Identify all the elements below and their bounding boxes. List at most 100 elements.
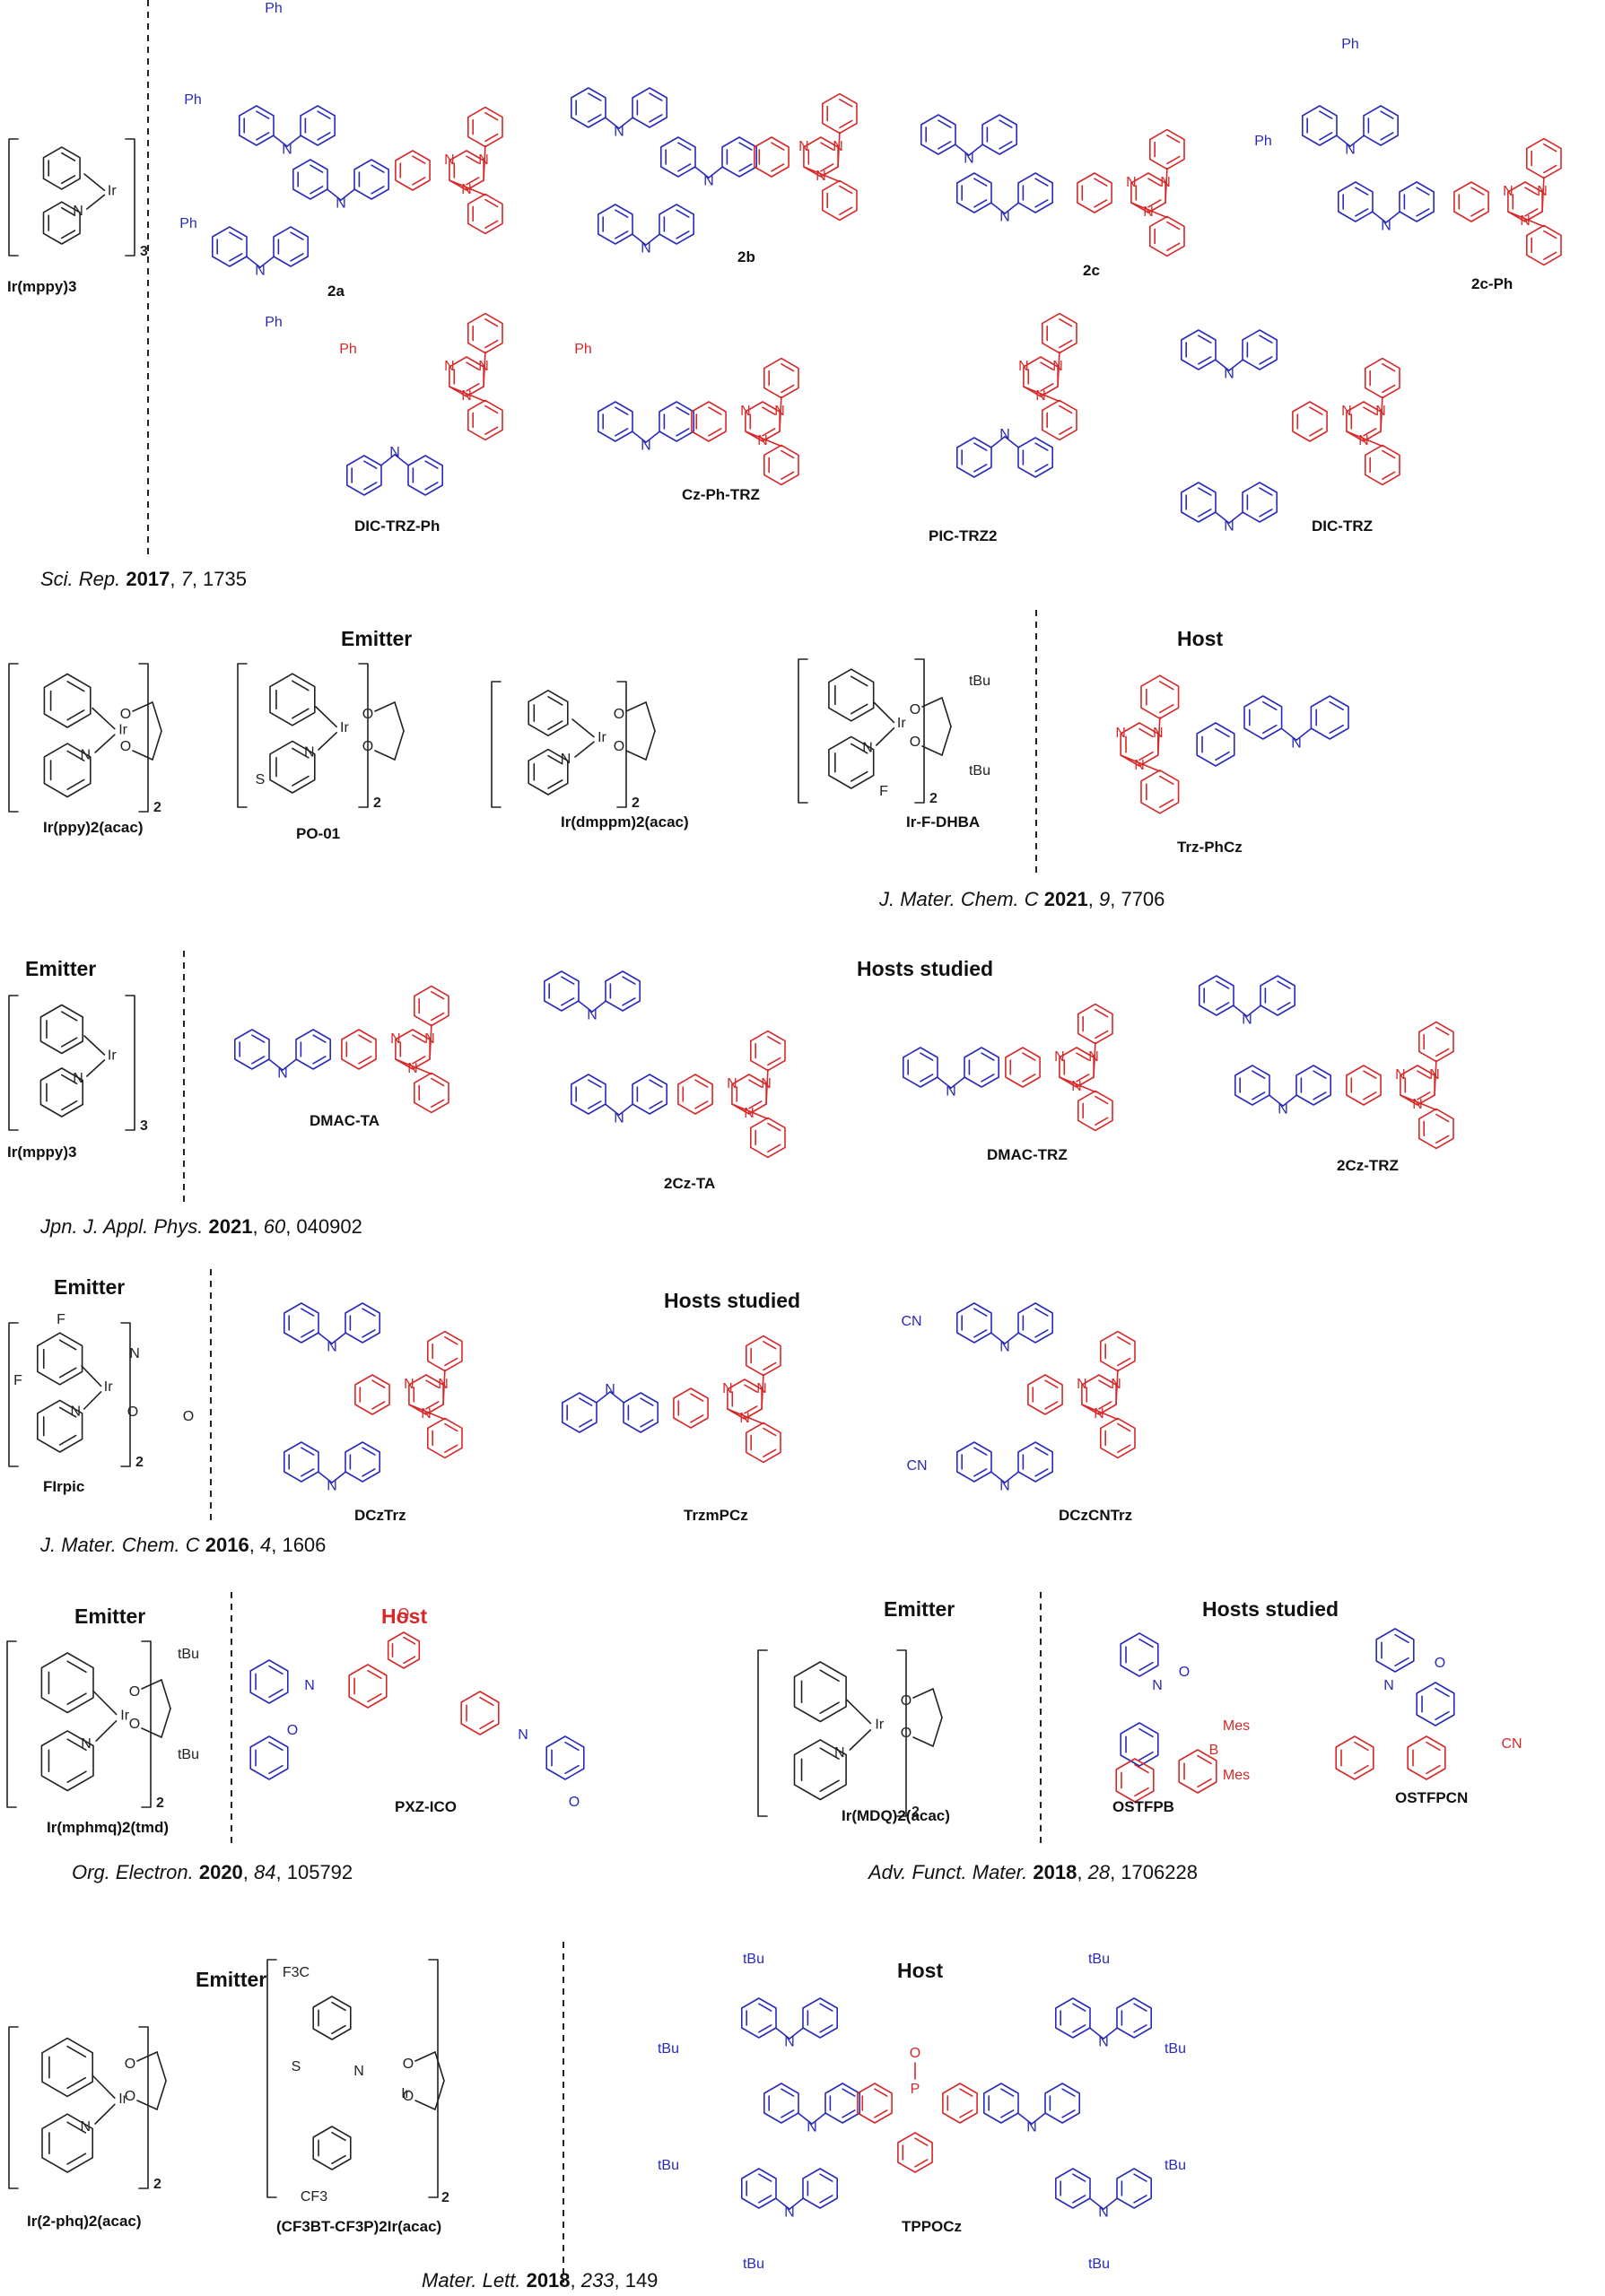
ring-494 xyxy=(341,1029,377,1070)
bond-904 xyxy=(136,2100,158,2110)
atom-o-427: O xyxy=(910,702,920,718)
atom-n-716: N xyxy=(722,1381,733,1396)
ring-515 xyxy=(543,970,580,1012)
atom-n-57: N xyxy=(444,152,455,168)
double-bond-495 xyxy=(358,1056,372,1065)
ring-1002 xyxy=(1116,2168,1152,2209)
double-bond-3 xyxy=(61,175,76,185)
header-emitter-s5: Emitter xyxy=(74,1605,145,1628)
reference-section5: Org. Electron. 2020, 84, 105792 xyxy=(72,1861,353,1883)
atom-tbu-1016: tBu xyxy=(1088,2257,1110,2272)
atom-f3c-913: F3C xyxy=(283,1965,310,1980)
ring-530 xyxy=(632,1074,668,1115)
atom-ir-784: Ir xyxy=(120,1708,129,1723)
ring-110 xyxy=(803,136,839,178)
label-ostfpcn: OSTFPCN xyxy=(1395,1789,1468,1806)
ring-371 xyxy=(269,673,316,726)
double-bond-853 xyxy=(1138,1727,1154,1738)
double-bond-520 xyxy=(622,997,636,1006)
double-bond-608 xyxy=(1313,1070,1327,1079)
ref1-year: 2017 xyxy=(126,568,170,590)
double-bond-1003 xyxy=(1133,2195,1147,2204)
stoich-482: 3 xyxy=(140,1118,148,1134)
double-bond-376 xyxy=(292,775,310,787)
bond-388 xyxy=(394,701,405,732)
bond-224 xyxy=(394,454,410,466)
label-ir-mppy3-s3: Ir(mppy)3 xyxy=(7,1144,76,1161)
double-bond-660 xyxy=(362,1308,376,1317)
ring-881 xyxy=(1407,1735,1446,1780)
double-bond-803 xyxy=(268,1741,283,1752)
ring-601 xyxy=(1234,1065,1270,1106)
bond-662 xyxy=(331,1332,347,1344)
bond-178 xyxy=(1335,135,1351,147)
atom-n-823: N xyxy=(518,1727,528,1743)
bracket-right-887 xyxy=(138,2026,149,2189)
atom-cn-885: CN xyxy=(1501,1736,1522,1752)
bond-135 xyxy=(954,144,970,156)
atom-o-814: O xyxy=(398,1606,409,1622)
atom-tbu-1013: tBu xyxy=(1088,1952,1110,1967)
ring-558 xyxy=(902,1047,938,1088)
atom-n-715: N xyxy=(739,1411,750,1426)
label-ir-ppy2-acac: Ir(ppy)2(acac) xyxy=(43,819,143,836)
bond-189 xyxy=(1371,211,1387,223)
label-dmac-ta: DMAC-TA xyxy=(310,1112,379,1129)
bond-661 xyxy=(317,1332,333,1344)
double-bond-606 xyxy=(1313,1091,1327,1100)
atom-n-578: N xyxy=(1054,1049,1065,1065)
bond-408 xyxy=(625,701,647,712)
atom-ph-214: Ph xyxy=(1254,134,1272,149)
bond-786 xyxy=(95,1720,118,1742)
atom-n-231: N xyxy=(444,359,455,374)
atom-n-545: N xyxy=(744,1106,755,1121)
bond-387 xyxy=(374,750,396,761)
label-ir-dmppm2-acac: Ir(dmppm)2(acac) xyxy=(561,813,689,831)
atom-o-974: O xyxy=(910,2046,920,2061)
bracket-left-468 xyxy=(8,995,19,1131)
atom-o-428: O xyxy=(910,735,920,750)
bond-381 xyxy=(315,706,338,728)
double-bond-847 xyxy=(1138,1661,1154,1672)
ring-991 xyxy=(1116,1997,1152,2039)
atom-n-225: N xyxy=(389,445,400,460)
double-bond-807 xyxy=(367,1692,382,1703)
ring-461 xyxy=(1310,695,1349,740)
double-bond-208 xyxy=(1543,251,1557,261)
atom-ph-72: Ph xyxy=(265,315,283,330)
double-bond-931 xyxy=(758,2003,772,2012)
atom-ph-244: Ph xyxy=(574,342,592,357)
ring-998 xyxy=(1055,2168,1091,2209)
bond-996 xyxy=(1103,2027,1119,2039)
label-dic-trz: DIC-TRZ xyxy=(1312,517,1373,535)
atom-n-546: N xyxy=(727,1076,737,1091)
atom-o-824: O xyxy=(569,1795,580,1810)
ring-149 xyxy=(1077,172,1112,213)
bond-937 xyxy=(789,2027,805,2039)
bond-948 xyxy=(789,2197,805,2210)
double-bond-270 xyxy=(781,362,795,372)
atom-o-805: O xyxy=(287,1723,298,1738)
double-bond-555 xyxy=(767,1122,781,1132)
double-bond-372 xyxy=(292,708,310,719)
ring-77 xyxy=(632,87,668,128)
double-bond-801 xyxy=(268,1764,283,1775)
double-bond-62 xyxy=(484,111,499,121)
double-bond-5 xyxy=(61,152,76,161)
ring-84 xyxy=(597,204,633,245)
bond-451 xyxy=(1156,717,1161,756)
double-bond-744 xyxy=(1034,1468,1049,1477)
ring-498 xyxy=(395,1029,431,1070)
double-bond-818 xyxy=(479,1696,494,1707)
double-bond-857 xyxy=(1134,1787,1149,1797)
double-bond-128 xyxy=(938,141,952,150)
ring-181 xyxy=(1338,181,1374,222)
label-dcztrz: DCzTrz xyxy=(354,1507,406,1524)
atom-o-406: O xyxy=(614,707,624,722)
double-bond-139 xyxy=(973,199,988,208)
ring-537 xyxy=(677,1074,713,1115)
ring-954 xyxy=(824,2083,861,2124)
double-bond-27 xyxy=(229,253,243,262)
ring-590 xyxy=(1199,975,1234,1016)
double-bond-78 xyxy=(649,114,663,123)
